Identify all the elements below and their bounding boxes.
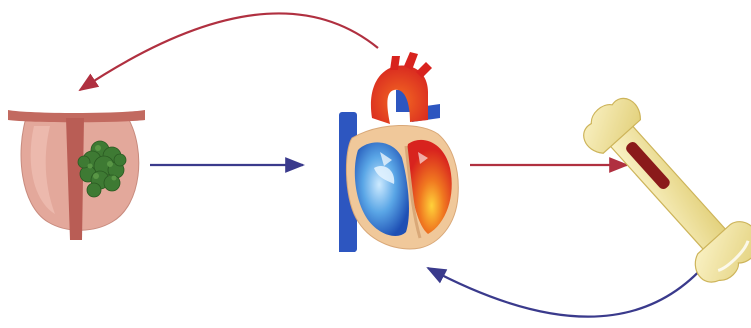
- arrow-bone-to-heart: [428, 258, 711, 317]
- arrow-heart-to-prostate: [80, 13, 378, 90]
- heart-icon: [339, 52, 458, 252]
- prostate-tumor-icon: [8, 110, 145, 240]
- bone-icon: [571, 85, 751, 292]
